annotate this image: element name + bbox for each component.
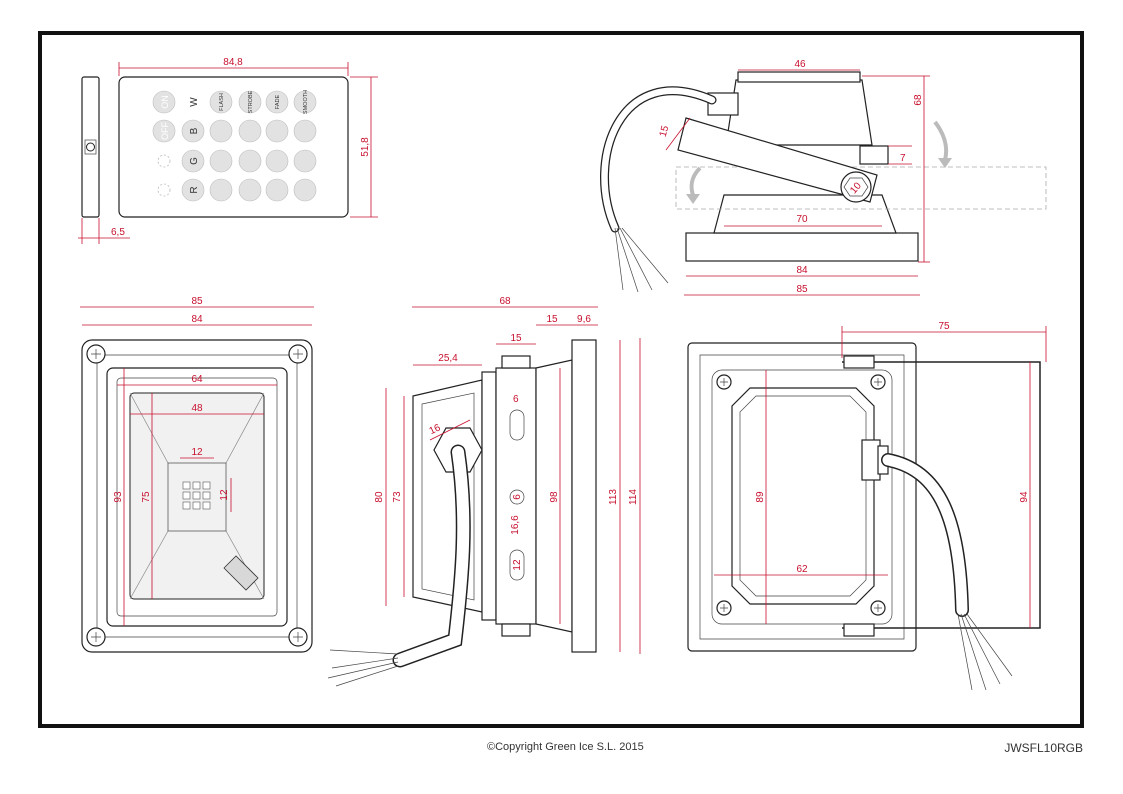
dim-side-angle-offset: 15	[658, 124, 672, 138]
dim-side-base-84: 84	[796, 265, 808, 276]
remote-side	[81, 76, 100, 218]
remote-button-b: B	[189, 127, 200, 134]
dim-back-plate-h: 89	[755, 491, 766, 503]
dim-front-chip-w: 12	[191, 447, 203, 458]
dim-back-bracket-h: 94	[1019, 491, 1030, 503]
remote-button-strobe: STROBE	[248, 90, 254, 113]
dim-remote-height: 51,8	[360, 137, 371, 157]
dim-remote-thickness: 6,5	[111, 227, 125, 238]
remote-button-flash: FLASH	[219, 93, 225, 111]
model-code: JWSFL10RGB	[1004, 741, 1083, 755]
dim-front-chip-h: 12	[219, 489, 230, 501]
dim-side-top-width: 46	[794, 59, 806, 70]
drawing-frame	[38, 31, 1084, 728]
dim-side-bracket: 7	[900, 153, 906, 164]
dim-front-lens-h: 75	[141, 491, 152, 503]
remote-button-r: R	[189, 186, 200, 193]
dim-front-lens: 48	[191, 403, 203, 414]
dim-side-height: 68	[913, 94, 924, 106]
dim-profile-front-h114: 114	[628, 489, 639, 505]
dim-profile-slot-top: 6	[513, 394, 519, 405]
dim-profile-body: 25,4	[438, 353, 458, 364]
remote-button-on: ON	[160, 95, 170, 109]
dim-profile-front-h113: 113	[608, 489, 619, 505]
copyright-text: ©Copyright Green Ice S.L. 2015	[487, 741, 644, 753]
dim-profile-body-h80: 80	[374, 491, 385, 503]
dim-side-base-85: 85	[796, 284, 808, 295]
dim-profile-glass: 9,6	[577, 314, 591, 325]
remote-button-w: W	[189, 97, 200, 107]
dim-front-window: 64	[191, 374, 203, 385]
remote-button-smooth: SMOOTH	[303, 90, 309, 114]
remote-button-g: G	[189, 157, 200, 165]
dim-side-body-bottom: 70	[796, 214, 808, 225]
dim-front-inner: 84	[191, 314, 203, 325]
dim-profile-gap: 15	[546, 314, 558, 325]
led-chip	[182, 481, 211, 510]
dim-front-height: 93	[113, 491, 124, 503]
remote-ir-window	[86, 142, 95, 152]
remote-button-off: OFF	[160, 122, 170, 140]
dim-profile-hole: 6	[512, 494, 523, 500]
side-view-tilted: 46 68 15 7 10 70 84 85	[600, 59, 1047, 296]
dim-profile-gland: 16	[428, 422, 443, 437]
side-profile-view: 68 25,4 15 15 9,6 16 6 6 16,6 12 80 73 9…	[327, 296, 641, 687]
dim-profile-body-h73: 73	[392, 491, 403, 503]
dim-profile-slot-bottom: 12	[512, 559, 523, 571]
dim-profile-bracket: 15	[510, 333, 522, 344]
dim-remote-width: 84,8	[223, 57, 243, 68]
remote-face	[118, 76, 349, 218]
dim-profile-total: 68	[499, 296, 511, 307]
remote-control-view: ON W FLASH STROBE FADE SMOOTH OFF B G	[78, 57, 378, 244]
remote-buttons: ON W FLASH STROBE FADE SMOOTH OFF B G	[152, 90, 317, 202]
dim-profile-bracket-h: 98	[549, 491, 560, 503]
back-view: 75 94 89 62	[687, 321, 1047, 691]
dim-profile-slot-pitch: 16,6	[510, 515, 521, 535]
dim-back-bracket-w: 75	[938, 321, 950, 332]
remote-button-fade: FADE	[275, 94, 281, 109]
dim-front-outer: 85	[191, 296, 203, 307]
dim-back-plate-w: 62	[796, 564, 808, 575]
front-view: 85 84 64 48 12 12 93 75	[80, 296, 314, 653]
